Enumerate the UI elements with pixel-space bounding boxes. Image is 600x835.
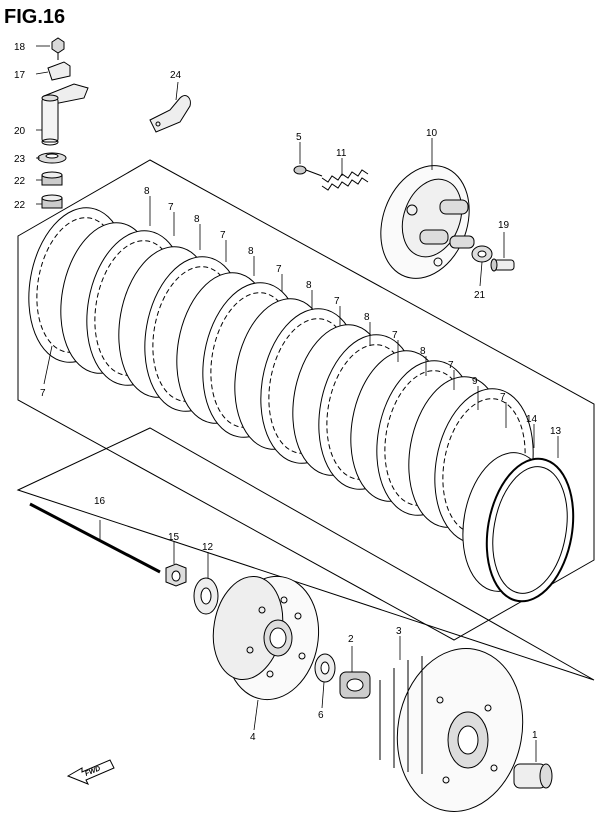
bolt-18	[51, 37, 65, 60]
push-rod-16	[29, 502, 161, 574]
callout-21: 21	[474, 290, 486, 301]
callout-15: 15	[168, 532, 180, 543]
leader-lines	[35, 45, 559, 762]
ring-13	[485, 457, 575, 603]
callout-7-a: 7	[168, 202, 174, 213]
callout-2: 2	[348, 634, 354, 645]
figure-title: FIG.16	[4, 6, 66, 28]
plate-stack-frame	[17, 159, 595, 641]
clutch-hub-4	[212, 575, 320, 701]
callout-16: 16	[94, 496, 106, 507]
callout-7-g: 7	[500, 392, 506, 403]
callout-24: 24	[170, 70, 182, 81]
clutch-lever-shaft-20	[41, 83, 89, 146]
release-rod-19	[490, 258, 515, 272]
callout-labels: 18 17 20 23 22 22 24 5 11 10 19 21 8 7 8…	[14, 42, 562, 778]
bearing-22a	[41, 171, 63, 186]
callout-19: 19	[498, 220, 510, 231]
nut-15	[165, 563, 187, 587]
callout-13: 13	[550, 426, 562, 437]
oil-seal-23	[37, 152, 67, 164]
callout-14: 14	[526, 414, 538, 425]
callout-8-e: 8	[364, 312, 370, 323]
callout-8-c: 8	[248, 246, 254, 257]
callout-7-b: 7	[220, 230, 226, 241]
callout-6: 6	[318, 710, 324, 721]
bracket-17	[47, 61, 71, 81]
callout-23: 23	[14, 154, 26, 165]
callout-4: 4	[250, 732, 256, 743]
callout-1: 1	[532, 730, 538, 741]
callout-11: 11	[336, 148, 347, 159]
callout-7-e: 7	[392, 330, 398, 341]
needle-bearing-2	[339, 671, 371, 699]
callout-8-d: 8	[306, 280, 312, 291]
bolt-5	[293, 165, 323, 177]
forward-arrow-icon	[66, 759, 115, 785]
callout-9: 9	[472, 376, 478, 387]
callout-3: 3	[396, 626, 402, 637]
plate-stack	[28, 207, 575, 603]
callout-10: 10	[426, 128, 438, 139]
bearing-22b	[41, 194, 63, 209]
callout-8-f: 8	[420, 346, 426, 357]
lock-washer-12	[193, 577, 219, 615]
callout-5: 5	[296, 132, 302, 143]
callout-18: 18	[14, 42, 26, 53]
callout-22-upper: 22	[14, 176, 26, 187]
pressure-plate-10	[380, 165, 475, 279]
callout-22-lower: 22	[14, 200, 26, 211]
callout-7-left: 7	[40, 388, 46, 399]
callout-8-b: 8	[194, 214, 200, 225]
spacer-1	[513, 763, 553, 789]
hub-assembly-frame	[16, 427, 595, 681]
spring-11	[321, 169, 369, 191]
callout-7-d: 7	[334, 296, 340, 307]
clip-24	[149, 95, 191, 133]
callout-8-a: 8	[144, 186, 150, 197]
callout-20: 20	[14, 126, 26, 137]
primary-driven-gear-3	[379, 648, 524, 812]
callout-12: 12	[202, 542, 214, 553]
callout-7-f: 7	[448, 360, 454, 371]
washer-6	[314, 653, 336, 683]
callout-17: 17	[14, 70, 26, 81]
callout-7-c: 7	[276, 264, 282, 275]
bearing-21	[471, 245, 493, 263]
